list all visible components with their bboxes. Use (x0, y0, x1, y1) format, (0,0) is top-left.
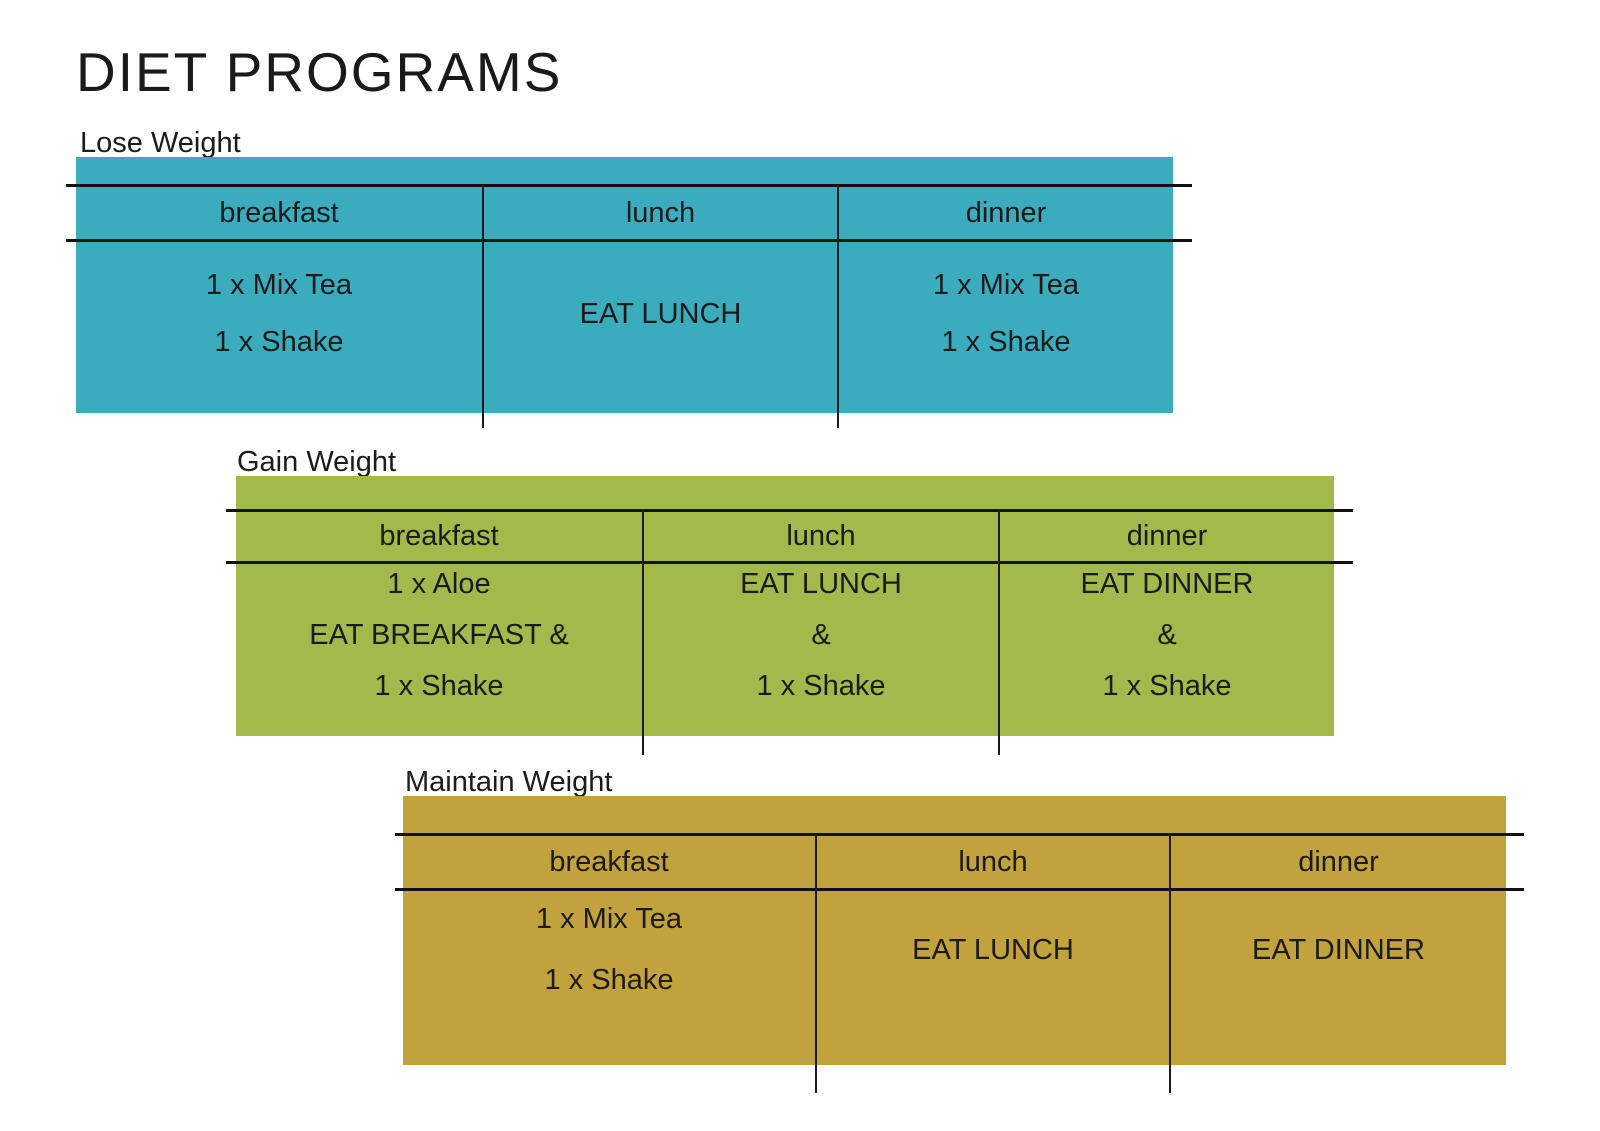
cell-line: 1 x Shake (941, 326, 1071, 358)
cell-line: 1 x Shake (1102, 669, 1232, 702)
cell-lunch: EAT LUNCH & 1 x Shake (644, 564, 998, 736)
cell-dinner: 1 x Mix Tea 1 x Shake (839, 242, 1173, 413)
table-label: Maintain Weight (405, 766, 613, 798)
header-breakfast: breakfast (379, 520, 499, 552)
table-top-rule (66, 184, 1192, 187)
cell-line: EAT DINNER (1252, 933, 1425, 966)
column-divider (998, 509, 1000, 755)
cell-dinner: EAT DINNER (1171, 891, 1506, 1065)
table-top-rule (226, 509, 1353, 512)
table-fill (403, 796, 1506, 1065)
header-breakfast: breakfast (549, 845, 669, 878)
table-fill (76, 157, 1173, 413)
table-fill (236, 476, 1334, 736)
page-title: DIET PROGRAMS (76, 41, 563, 103)
table-top-rule (395, 833, 1524, 836)
cell-line: & (811, 618, 831, 651)
column-divider (837, 184, 839, 428)
header-lunch: lunch (625, 196, 696, 229)
table-header-rule (226, 561, 1353, 564)
cell-breakfast: 1 x Mix Tea 1 x Shake (403, 891, 815, 1065)
header-lunch: lunch (958, 845, 1028, 878)
header-dinner: dinner (1298, 845, 1379, 878)
cell-line: 1 x Aloe (387, 567, 491, 600)
cell-breakfast: 1 x Aloe EAT BREAKFAST & 1 x Shake (236, 564, 642, 736)
cell-line: EAT LUNCH (579, 297, 742, 330)
column-divider (815, 833, 817, 1093)
header-lunch: lunch (786, 520, 856, 552)
cell-line: EAT LUNCH (912, 933, 1074, 966)
cell-dinner: EAT DINNER & 1 x Shake (1000, 564, 1334, 736)
cell-line: EAT DINNER (1080, 567, 1254, 600)
cell-line: 1 x Shake (214, 326, 344, 358)
column-divider (1169, 833, 1171, 1093)
cell-line: EAT BREAKFAST & (309, 618, 569, 651)
cell-line: 1 x Mix Tea (535, 903, 683, 935)
cell-line: 1 x Shake (756, 669, 886, 702)
table-label: Gain Weight (237, 446, 397, 478)
column-divider (482, 184, 484, 428)
cell-line: EAT LUNCH (740, 567, 902, 600)
cell-lunch: EAT LUNCH (484, 242, 837, 413)
cell-line: 1 x Mix Tea (932, 269, 1080, 301)
table-label: Lose Weight (80, 127, 241, 159)
table-header-rule (66, 239, 1192, 242)
cell-line: & (1157, 618, 1177, 651)
cell-lunch: EAT LUNCH (817, 891, 1169, 1065)
header-breakfast: breakfast (219, 196, 339, 229)
header-dinner: dinner (965, 196, 1047, 229)
cell-line: 1 x Shake (544, 964, 674, 996)
cell-line: 1 x Mix Tea (205, 269, 353, 301)
column-divider (642, 509, 644, 755)
table-header-rule (395, 888, 1524, 891)
cell-breakfast: 1 x Mix Tea 1 x Shake (76, 242, 482, 413)
header-dinner: dinner (1126, 520, 1208, 552)
cell-line: 1 x Shake (374, 669, 504, 702)
